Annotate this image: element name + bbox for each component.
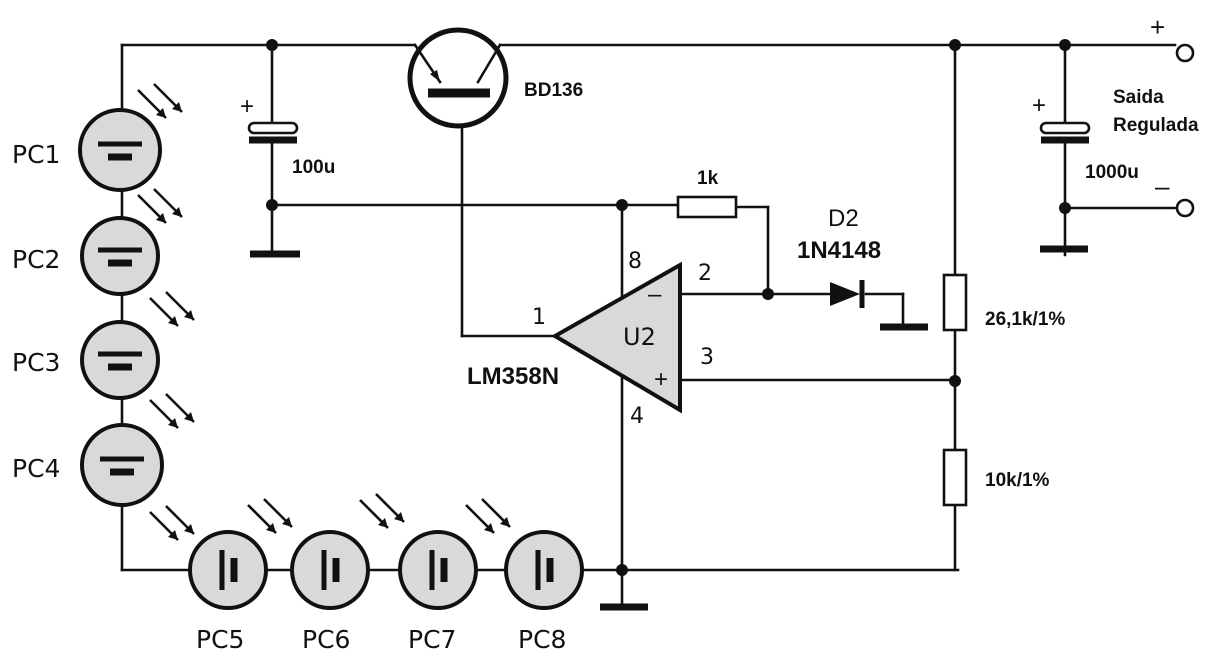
photocell-pc1 xyxy=(78,82,184,192)
label-100u: 100u xyxy=(292,157,335,178)
label-26k: 26,1k/1% xyxy=(985,309,1065,330)
label-saida: Saida xyxy=(1113,87,1164,108)
photocell-pc2 xyxy=(80,187,184,296)
label-pc7: PC7 xyxy=(408,625,456,654)
label-1k: 1k xyxy=(697,168,719,189)
label-d2: D2 xyxy=(828,205,859,232)
pin-8: 8 xyxy=(628,249,642,274)
photocell-pc7 xyxy=(358,492,478,610)
label-pc5: PC5 xyxy=(196,625,244,654)
photocell-pc5 xyxy=(148,504,268,610)
opamp-label-u2: U2 xyxy=(623,323,656,351)
label-lm358n: LM358N xyxy=(467,363,559,390)
label-pc6: PC6 xyxy=(302,625,350,654)
label-bd136: BD136 xyxy=(524,80,583,101)
output-minus-sign: – xyxy=(1155,171,1170,201)
output-plus-sign: + xyxy=(1150,12,1165,42)
output-terminals xyxy=(1175,43,1195,218)
ground-symbols xyxy=(250,245,1088,611)
pin-4: 4 xyxy=(630,404,644,429)
resistor-1k xyxy=(676,195,738,219)
resistor-26k xyxy=(942,273,968,332)
diode-1n4148 xyxy=(830,280,865,308)
capacitor-1000u xyxy=(1039,121,1091,144)
pin-2: 2 xyxy=(698,261,712,286)
cap-100u-plus-sign: + xyxy=(240,93,254,120)
labels: BD136 100u 1k D2 1N4148 26,1k/1% 10k/1% … xyxy=(12,12,1199,654)
photocell-pc8 xyxy=(464,497,584,610)
resistor-10k xyxy=(942,448,968,507)
photocell-pc6 xyxy=(246,497,370,610)
label-pc4: PC4 xyxy=(12,454,60,483)
pin-3: 3 xyxy=(700,345,714,370)
transistor-bd136 xyxy=(407,27,509,129)
cap-1000u-plus-sign: + xyxy=(1032,92,1046,119)
label-pc8: PC8 xyxy=(518,625,566,654)
photocell-pc4 xyxy=(80,392,196,507)
pin-1: 1 xyxy=(532,305,546,330)
label-1000u: 1000u xyxy=(1085,162,1139,183)
label-regulada: Regulada xyxy=(1113,115,1199,136)
opamp-u2 xyxy=(551,261,682,414)
opamp-plus-sign: + xyxy=(654,366,668,393)
opamp-minus-sign: – xyxy=(648,281,662,308)
photocell-pc3 xyxy=(80,290,196,400)
wires xyxy=(120,43,1180,607)
junction-dots xyxy=(266,39,1071,576)
label-pc2: PC2 xyxy=(12,245,60,274)
label-1n4148: 1N4148 xyxy=(797,237,881,264)
label-pc1: PC1 xyxy=(12,140,60,169)
label-10k: 10k/1% xyxy=(985,470,1050,491)
label-pc3: PC3 xyxy=(12,348,60,377)
capacitor-100u xyxy=(247,121,299,144)
